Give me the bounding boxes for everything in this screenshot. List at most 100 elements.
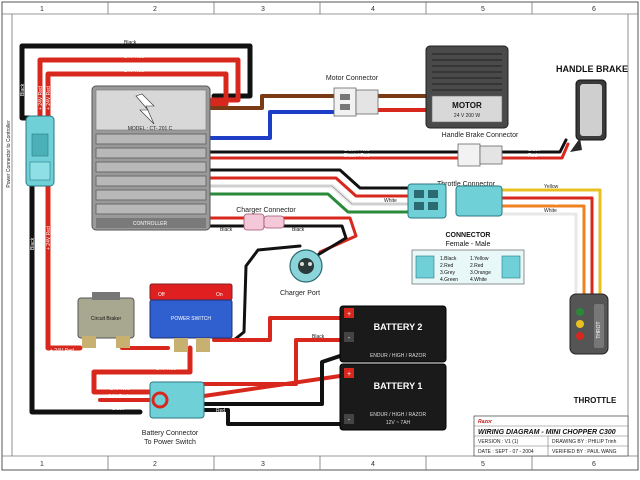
battery-1-minus-icon [344,414,354,424]
wire-label-group: Black + 24V Red + 24V Red Brown -- 24V B… [20,40,561,424]
legend-right-1: 1.Yellow [470,256,489,262]
switch-on-label: On [216,292,223,298]
controller [91,85,211,231]
wire-label-brake: Black / Red [344,147,370,153]
throttle [569,293,609,355]
power-connector [25,115,55,187]
title-block [473,415,629,457]
wire-yellow-throttle [498,188,602,298]
wire-white-outline [209,185,411,205]
battery-1-plus-icon [344,368,354,378]
wire-red-throttle [208,176,412,198]
wire-label-charger-red: Red [220,212,229,218]
wire-black-batt1 [202,408,342,426]
controller-label: CONTROLLER [133,221,168,227]
col-num-bot-2: 2 [153,461,157,468]
title-brand: Razor [478,419,493,425]
legend-left-1: 1.Black [440,256,457,262]
controller-logo-icon [135,93,155,125]
battery-2-plus-icon [344,308,354,318]
wire-label-left-red-v: + 24V Red [38,86,44,110]
title-date: DATE : SEPT - 07 - 2004 [478,449,534,455]
legend-left-2: 2.Red [440,263,454,269]
wire-label-red-top-2: + 24V Red [120,68,144,74]
ruler-numbers: 1 2 3 4 5 6 1 2 3 4 5 6 [40,6,596,468]
title-verified: VERIFIED BY : PAUL WANG [552,449,617,455]
controller-model: MODEL : CT- 201 C [128,126,173,132]
wire-label-batt-red: + 24V Red [236,378,260,384]
legend-right-3: 3.Orange [470,270,491,276]
battery-connector-label-1: Battery Connector [142,430,199,437]
connector-legend-title: CONNECTOR [446,232,491,239]
wire-label-cb-red: + 24V Red [128,342,152,348]
legend-left-3: 3.Grey [440,270,456,276]
battery-2-label: BATTERY 2 [374,322,423,332]
legend-male-icon [501,255,521,279]
battery-2-plus-sign: + [347,311,351,318]
battery-2-minus-icon [344,332,354,342]
wire-label-throttle-red: Red [544,192,553,198]
legend-female-icon [415,255,435,279]
col-num-top-6: 6 [592,6,596,13]
wire-label-batt-black: Black [212,398,225,404]
wire-label-batt2-red: + 24V Red [300,312,324,318]
controller-fins [95,133,207,215]
throttle-connector-label: Throttle Connector [437,181,496,188]
title-version: VERSION : V1 (1) [478,439,519,445]
legend-left-4: 4.Green [440,277,458,283]
wire-label-brake-2: Black / Red [344,153,370,159]
wire-label-black-top: Black [124,40,137,46]
wire-label-left-red-v3: + 24V Red [46,226,52,250]
wire-label-batt2-black: Black [312,334,325,340]
wire-black-charger-port [282,224,348,258]
wire-black-left [29,181,143,415]
motor-connector-label: Motor Connector [326,75,379,82]
col-num-top-1: 1 [40,6,44,13]
wire-green-throttle [208,192,412,214]
battery-1 [339,363,447,431]
col-num-bot-6: 6 [592,461,596,468]
connector-legend-subtitle: Female - Male [446,241,491,248]
wire-red-brake-2 [500,142,570,160]
ruler-ticks [107,2,533,470]
wire-label-blue: -- 24V Blue [298,106,323,112]
power-switch [149,283,233,352]
legend-right-4: 4.White [470,277,487,283]
throttle-label: THROTTLE [574,396,617,405]
wire-black-top [19,43,253,121]
wire-label-loop-red-3: + 24V Red [104,394,128,400]
throttle-grip-text: THROT [596,321,602,338]
wire-brown-motor [208,94,338,110]
circuit-braker [77,292,135,348]
wire-black-brake-2 [500,138,568,154]
wire-label-throttle-green: Green [384,206,398,212]
wire-label-batt-red-2: Red [216,408,225,414]
battery-1-plus-sign: + [347,371,351,378]
wire-white-throttle-2 [498,212,578,298]
handle-brake-connector-label: Handle Brake Connector [442,132,519,139]
wire-red-batt1 [202,374,342,398]
throttle-led-red-icon [576,332,584,340]
wire-label-batt1-red: Red [302,368,311,374]
wire-label-throttle-black: Black [384,182,397,188]
wire-label-batt1-black: Black [312,418,325,424]
charger-port-label: Charger Port [280,290,320,297]
motor-connector [333,87,379,117]
col-num-bot-4: 4 [371,461,375,468]
legend-right-2: 2.Red [470,263,484,269]
col-num-top-2: 2 [153,6,157,13]
wire-label-bottom-black: Black [112,406,125,412]
wire-red-left [45,181,83,351]
battery-2-minus-sign: - [348,335,351,342]
wire-black-batt [202,354,342,406]
wire-label-red-top: + 24V Red [120,54,144,60]
wire-blue-motor [208,110,338,140]
col-num-bot-3: 3 [261,461,265,468]
battery-1-label: BATTERY 1 [374,381,423,391]
battery-connector-label-2: To Power Switch [144,439,196,446]
col-num-top-4: 4 [371,6,375,13]
wire-orange-throttle [498,204,586,298]
col-num-bot-5: 5 [481,461,485,468]
throttle-connector [407,183,503,219]
charger-connector-label: Charger Connector [236,207,296,214]
